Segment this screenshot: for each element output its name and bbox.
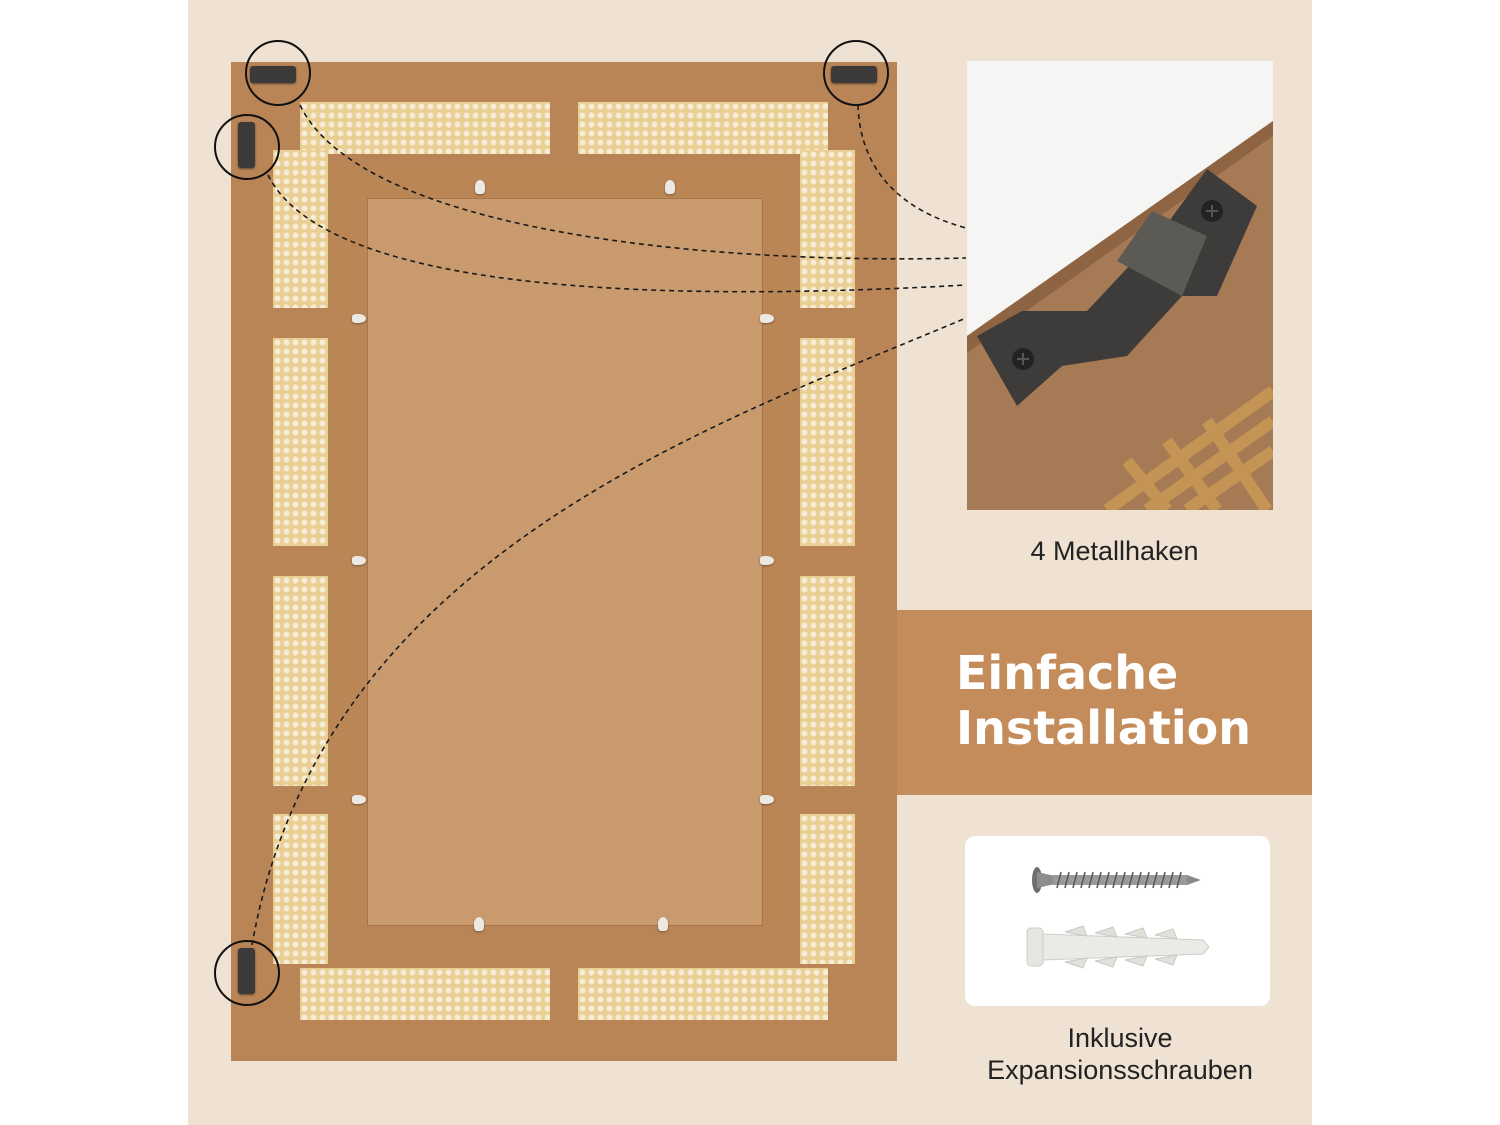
connector-line <box>857 104 967 229</box>
hook-closeup-illustration <box>967 121 1273 510</box>
rattan-panel-top-left <box>300 102 550 154</box>
rattan-panel-bottom-left <box>300 968 550 1020</box>
screws-caption-line-2: Expansionsschrauben <box>987 1055 1253 1085</box>
rattan-panel-left-2 <box>273 338 328 546</box>
connector-line <box>267 174 967 293</box>
headline: Einfache Installation <box>956 646 1306 756</box>
screw-icon <box>1032 867 1201 893</box>
retaining-clip <box>352 795 366 804</box>
rattan-panel-bottom-right <box>578 968 828 1020</box>
hook-closeup-photo <box>967 61 1273 510</box>
retaining-clip <box>475 180 485 194</box>
rattan-panel-left-4 <box>273 814 328 964</box>
hook-highlight-circle <box>823 40 889 106</box>
rattan-panel-right-1 <box>800 150 855 308</box>
retaining-clip <box>658 917 668 931</box>
headline-line-1: Einfache <box>956 646 1179 700</box>
connector-line <box>299 104 967 260</box>
rattan-panel-right-4 <box>800 814 855 964</box>
rattan-panel-left-1 <box>273 150 328 308</box>
retaining-clip <box>352 314 366 323</box>
hooks-caption: 4 Metallhaken <box>1030 536 1199 566</box>
rattan-panel-right-3 <box>800 576 855 786</box>
headline-line-2: Installation <box>956 701 1251 755</box>
retaining-clip <box>665 180 675 194</box>
rattan-panel-top-right <box>578 102 828 154</box>
retaining-clip <box>474 917 484 931</box>
screws-caption-line-1: Inklusive <box>1067 1023 1173 1053</box>
connector-line <box>251 317 967 946</box>
hook-highlight-circle <box>214 940 280 1006</box>
screws-card <box>965 836 1270 1006</box>
hook-highlight-circle <box>214 114 280 180</box>
retaining-clip <box>760 556 774 565</box>
installation-banner <box>897 610 1312 795</box>
rattan-panel-right-2 <box>800 338 855 546</box>
retaining-clip <box>352 556 366 565</box>
retaining-clip <box>760 795 774 804</box>
rattan-panel-left-3 <box>273 576 328 786</box>
retaining-clip <box>760 314 774 323</box>
mirror-backing-board <box>367 198 763 926</box>
wall-anchor-icon <box>1026 925 1210 969</box>
screw-and-anchor-illustration <box>1026 867 1210 969</box>
hook-highlight-circle <box>245 40 311 106</box>
screws-caption: Inklusive Expansionsschrauben <box>940 1022 1300 1086</box>
